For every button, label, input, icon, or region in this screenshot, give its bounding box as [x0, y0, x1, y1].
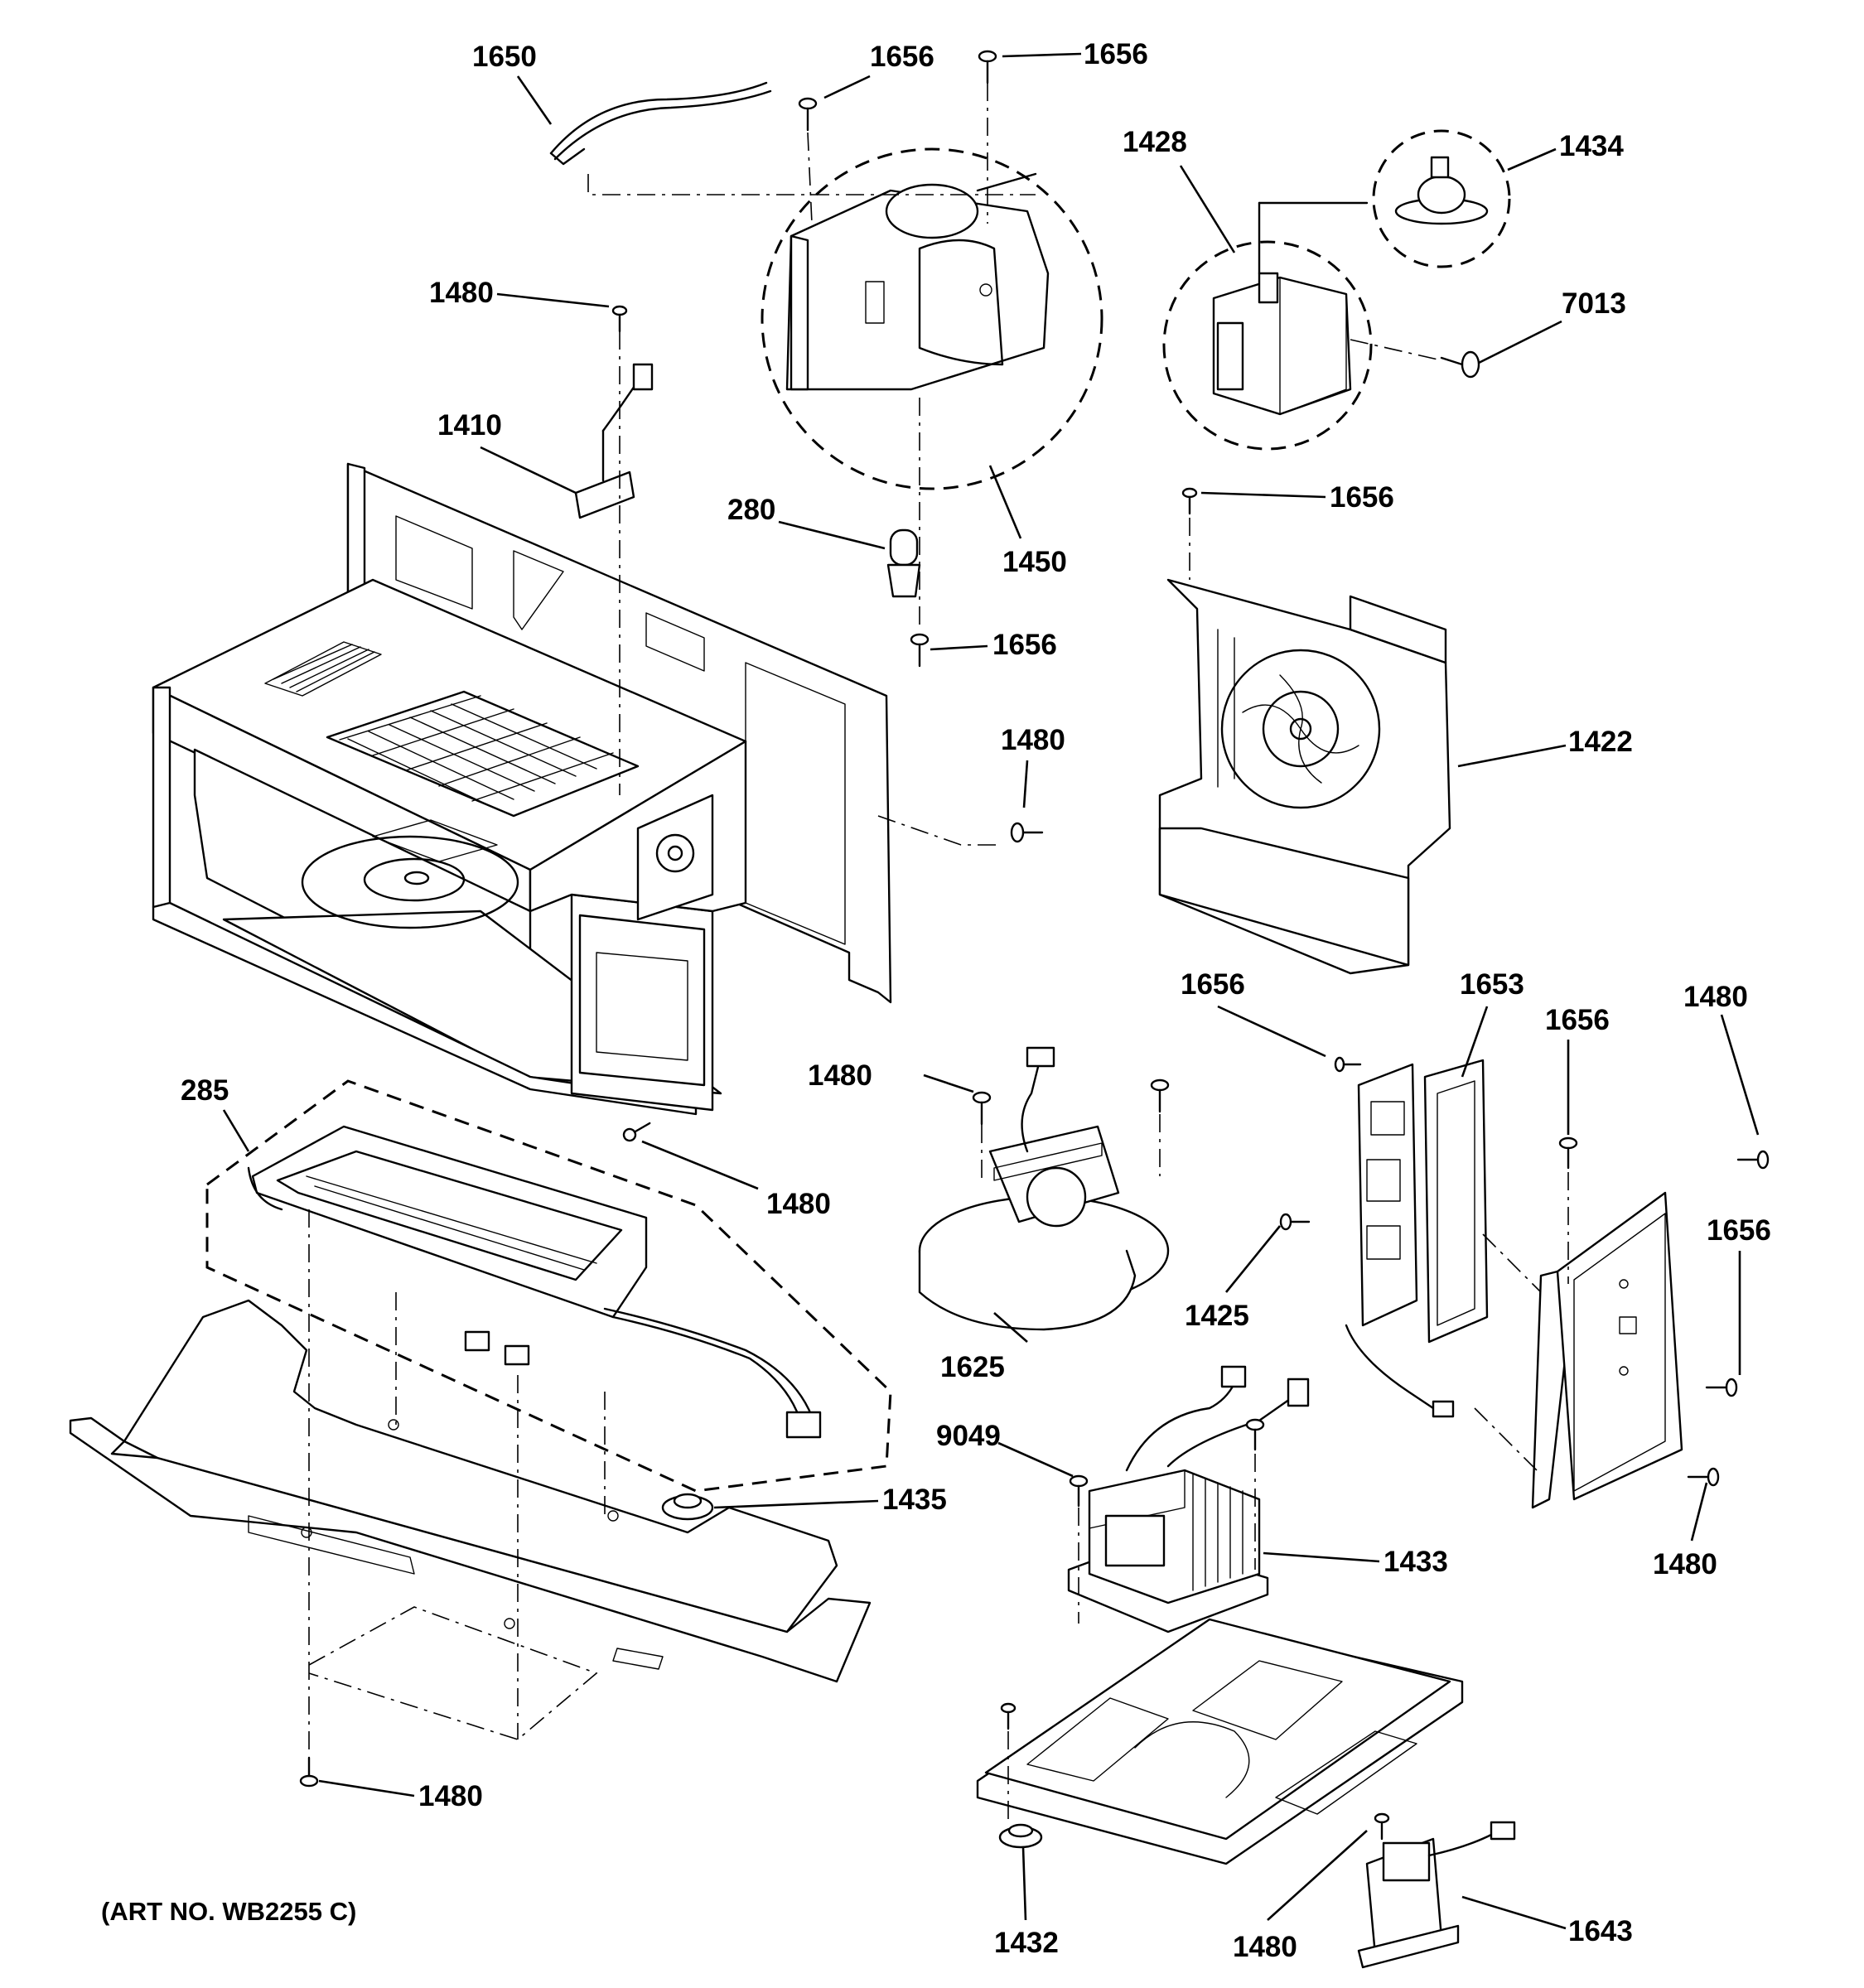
part-labels: 1650 1656 1656 1428 1434 1480 7013 1410 … — [101, 38, 1771, 1963]
label-1656-bracket: 1656 — [1545, 1004, 1610, 1036]
label-1433: 1433 — [1384, 1546, 1448, 1578]
label-1653: 1653 — [1460, 968, 1524, 1001]
control-board-1653 — [1345, 1059, 1489, 1418]
screw-7013 — [1440, 350, 1480, 379]
thermal-sensor-1410 — [574, 363, 654, 519]
fan-motor-1625 — [918, 1046, 1170, 1331]
transformer-1433 — [1067, 1365, 1310, 1633]
label-7013: 7013 — [1562, 287, 1626, 320]
label-1650: 1650 — [472, 41, 537, 73]
thermostat-1432 — [998, 1823, 1043, 1849]
cavity-assembly — [152, 462, 892, 1142]
label-1450: 1450 — [1002, 546, 1067, 578]
screw-1480-upper — [611, 305, 628, 333]
screw-1656-blower — [1181, 487, 1198, 515]
label-285: 285 — [181, 1074, 229, 1107]
heater-assembly-285 — [205, 1079, 892, 1493]
label-1656-lamp: 1656 — [992, 629, 1057, 661]
label-1428: 1428 — [1123, 126, 1187, 158]
label-1410: 1410 — [437, 409, 502, 442]
label-1656-blower: 1656 — [1330, 481, 1394, 514]
screw-1480-cavity-right — [1010, 822, 1044, 843]
screw-1480-base-right — [1374, 1812, 1390, 1841]
label-1480-upper: 1480 — [429, 277, 494, 309]
label-1432: 1432 — [994, 1927, 1059, 1959]
label-9049: 9049 — [936, 1420, 1001, 1452]
screw-1480-duct — [299, 1756, 319, 1788]
screw-1656-lamp — [910, 633, 930, 668]
label-1480-base: 1480 — [1233, 1931, 1297, 1963]
leader-lines — [222, 52, 1760, 1930]
label-1425: 1425 — [1185, 1300, 1249, 1332]
vent-fan-assembly — [761, 147, 1103, 490]
base-plate — [976, 1618, 1464, 1865]
label-1480-cavity-bottom: 1480 — [766, 1188, 831, 1220]
screw-1480-base-left — [1000, 1702, 1017, 1730]
screw-1656-bracket-side — [1705, 1378, 1738, 1397]
alignment-lines — [308, 83, 1569, 1822]
label-1422: 1422 — [1568, 726, 1633, 758]
label-1480-duct: 1480 — [418, 1780, 483, 1812]
label-1656-top-right: 1656 — [1084, 38, 1148, 70]
label-1656-board: 1656 — [1181, 968, 1245, 1001]
label-1434: 1434 — [1559, 130, 1624, 162]
screw-1480-bracket-top — [1736, 1150, 1770, 1170]
screw-1480-bracket-bottom — [1687, 1467, 1720, 1487]
label-1480-bracket-top: 1480 — [1683, 981, 1748, 1013]
control-panel-bracket — [1531, 1191, 1683, 1509]
screw-1425 — [1279, 1213, 1311, 1231]
screw-9049 — [1069, 1474, 1089, 1508]
screw-1656-board — [1334, 1056, 1362, 1073]
lamp-socket-280 — [886, 528, 921, 598]
screw-1656-top-right — [978, 50, 997, 84]
noise-filter-1643 — [1357, 1821, 1516, 1969]
magnetron-assembly — [1162, 129, 1511, 451]
screw-1656-top-left — [798, 97, 818, 132]
label-1480-bracket-bottom: 1480 — [1653, 1548, 1717, 1580]
thermostat-1435 — [661, 1493, 714, 1521]
screws — [299, 50, 1770, 1841]
screw-1656-bracket — [1558, 1136, 1578, 1170]
bottom-duct — [69, 1299, 872, 1683]
wire-harness-1650 — [549, 81, 772, 166]
label-1656-bracket-side: 1656 — [1707, 1214, 1771, 1247]
screw-1480-motor-b — [1150, 1078, 1170, 1113]
screw-1480-transformer — [1245, 1418, 1265, 1451]
label-1643: 1643 — [1568, 1915, 1633, 1947]
screw-1480-motor-a — [972, 1091, 992, 1126]
label-280: 280 — [727, 494, 775, 526]
label-1435: 1435 — [882, 1484, 947, 1516]
label-1480-motor: 1480 — [808, 1059, 872, 1092]
blower-assembly-1422 — [1158, 578, 1451, 975]
label-1656-top: 1656 — [870, 41, 934, 73]
label-1625: 1625 — [940, 1351, 1005, 1383]
art-number-note: (ART NO. WB2255 C) — [101, 1897, 356, 1926]
label-1480-cavity: 1480 — [1001, 724, 1065, 756]
